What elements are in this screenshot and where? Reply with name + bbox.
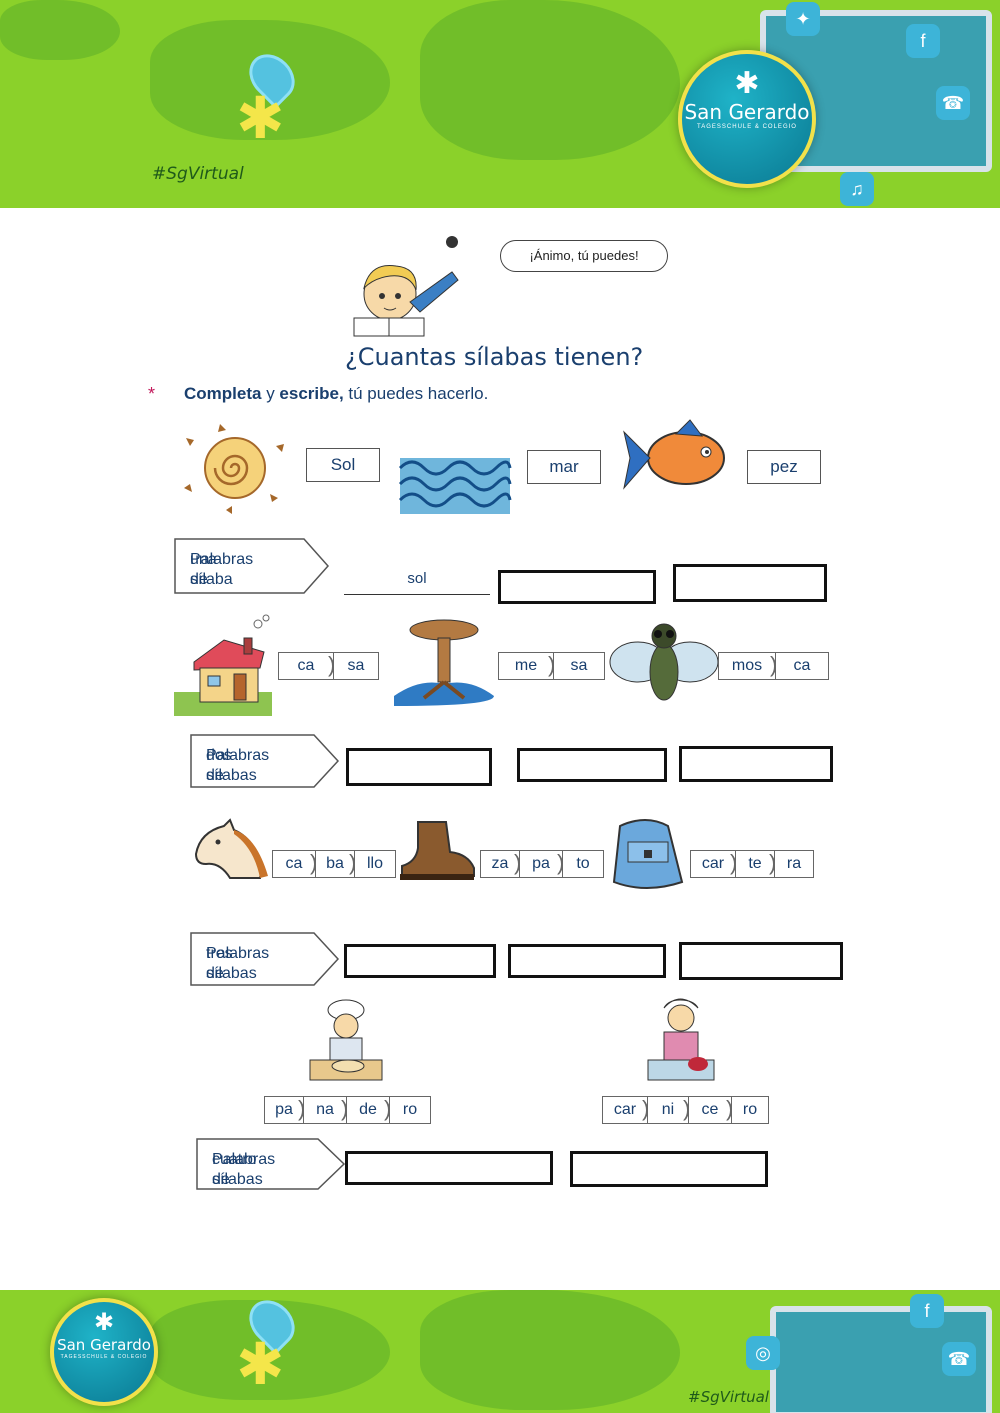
syllable: car xyxy=(690,850,736,878)
bullet-asterisk: * xyxy=(148,384,156,404)
table-picture xyxy=(394,619,494,706)
san-gerardo-logo: ✱ San Gerardo TAGESSCHULE & COLEGIO xyxy=(50,1298,158,1406)
syllable: sa xyxy=(328,652,379,680)
label-line-2: cuatro sílabas xyxy=(212,1151,263,1188)
san-gerardo-logo: ✱ San Gerardo TAGESSCHULE & COLEGIO xyxy=(678,50,816,188)
syllable: sa xyxy=(548,652,605,680)
syllable: llo xyxy=(349,850,396,878)
world-map-decoration xyxy=(420,1290,680,1410)
arrow-label-shape xyxy=(190,734,340,788)
label-line-1: Palabras de xyxy=(190,551,254,588)
arrow-label-shape xyxy=(196,1138,346,1190)
sg-flower-icon: ✱ xyxy=(236,1332,285,1397)
footer-banner: ✱ San Gerardo TAGESSCHULE & COLEGIO ✱ ◎ … xyxy=(0,1290,1000,1413)
syllable: ro xyxy=(726,1096,769,1124)
instruction-bold-2: escribe, xyxy=(279,384,344,403)
facebook-icon: f xyxy=(910,1294,944,1328)
label-line-1: Palabras de xyxy=(212,1151,276,1188)
logo-subtitle: TAGESSCHULE & COLEGIO xyxy=(60,1354,148,1360)
arrow-label-shape xyxy=(174,538,330,594)
instruction-rest: tú puedes hacerlo. xyxy=(343,384,489,403)
answer-box-1-2[interactable] xyxy=(498,570,656,604)
syllables-panadero: pa na de ro xyxy=(264,1096,431,1124)
instagram-icon: ◎ xyxy=(746,1336,780,1370)
answer-box-2-1[interactable] xyxy=(346,748,492,786)
syllables-caballo: ca ba llo xyxy=(272,850,396,878)
reading-girl-illustration xyxy=(353,236,459,337)
baker-picture xyxy=(309,999,383,1081)
syllable: ca xyxy=(272,850,316,878)
butcher-picture xyxy=(647,998,715,1081)
answer-box-1-3[interactable] xyxy=(673,564,827,602)
syllables-zapato: za pa to xyxy=(480,850,604,878)
answer-box-3-1[interactable] xyxy=(344,944,496,978)
answer-box-3-3[interactable] xyxy=(679,942,843,980)
word-card-mar: mar xyxy=(527,450,601,484)
instruction-mid: y xyxy=(261,384,280,403)
logo-star-icon: ✱ xyxy=(93,1309,115,1336)
worksheet-title: ¿Cuantas sílabas tienen? xyxy=(345,343,644,371)
example-answer-sol: sol xyxy=(344,570,490,595)
syllable: mos xyxy=(718,652,776,680)
arrow-label-shape xyxy=(190,932,340,986)
header-banner: ✱ #SgVirtual ✦ f ☎ ♫ ✱ San Gerardo TAGES… xyxy=(0,0,1000,208)
horse-picture xyxy=(194,818,268,879)
label-line-2: una sílaba xyxy=(190,551,233,588)
instruction-text: Completa y escribe, tú puedes hacerlo. xyxy=(184,384,488,404)
shoe-picture xyxy=(400,821,475,880)
syllable: na xyxy=(298,1096,347,1124)
syllables-cartera: car te ra xyxy=(690,850,814,878)
logo-name: San Gerardo xyxy=(684,100,810,124)
house-picture xyxy=(174,614,272,716)
logo-star-icon: ✱ xyxy=(734,67,760,100)
instruction-bold-1: Completa xyxy=(184,384,262,403)
answer-box-4-1[interactable] xyxy=(345,1151,553,1185)
logo-subtitle: TAGESSCHULE & COLEGIO xyxy=(697,124,797,130)
answer-box-2-3[interactable] xyxy=(679,746,833,782)
fish-picture xyxy=(623,419,725,490)
sg-flower-icon: ✱ xyxy=(236,86,285,151)
syllable: ce xyxy=(683,1096,732,1124)
answer-box-3-2[interactable] xyxy=(508,944,666,978)
syllables-casa: ca sa xyxy=(278,652,379,680)
label-line-1: Palabras de xyxy=(206,945,270,982)
fly-picture xyxy=(609,623,718,701)
label-line-2: dos sílabas xyxy=(206,747,257,784)
facebook-icon: f xyxy=(906,24,940,58)
music-icon: ♫ xyxy=(840,172,874,206)
syllable: ra xyxy=(769,850,814,878)
world-map-decoration xyxy=(420,0,680,160)
speech-bubble: ¡Ánimo, tú puedes! xyxy=(500,240,668,272)
world-map-decoration xyxy=(0,0,120,60)
sea-waves-picture xyxy=(398,458,512,514)
syllable: ro xyxy=(384,1096,431,1124)
label-line-2: tres sílabas xyxy=(206,945,257,982)
syllable: ca xyxy=(278,652,334,680)
syllable: ca xyxy=(770,652,829,680)
word-card-sol: Sol xyxy=(306,448,380,482)
syllable: me xyxy=(498,652,554,680)
backpack-picture xyxy=(612,819,684,889)
twitter-icon: ✦ xyxy=(786,2,820,36)
answer-box-2-2[interactable] xyxy=(517,748,667,782)
answer-box-4-2[interactable] xyxy=(570,1151,768,1187)
syllable: to xyxy=(557,850,604,878)
whatsapp-icon: ☎ xyxy=(936,86,970,120)
syllable: ni xyxy=(642,1096,689,1124)
syllables-carnicero: car ni ce ro xyxy=(602,1096,769,1124)
hashtag-text: #SgVirtual xyxy=(688,1388,769,1406)
whatsapp-icon: ☎ xyxy=(942,1342,976,1376)
logo-name: San Gerardo xyxy=(57,1336,151,1354)
hashtag-text: #SgVirtual xyxy=(152,164,244,184)
label-line-1: Palabras de xyxy=(206,747,270,784)
word-card-pez: pez xyxy=(747,450,821,484)
syllables-mosca: mos ca xyxy=(718,652,829,680)
syllables-mesa: me sa xyxy=(498,652,605,680)
syllable: pa xyxy=(514,850,563,878)
sun-picture xyxy=(184,424,284,514)
